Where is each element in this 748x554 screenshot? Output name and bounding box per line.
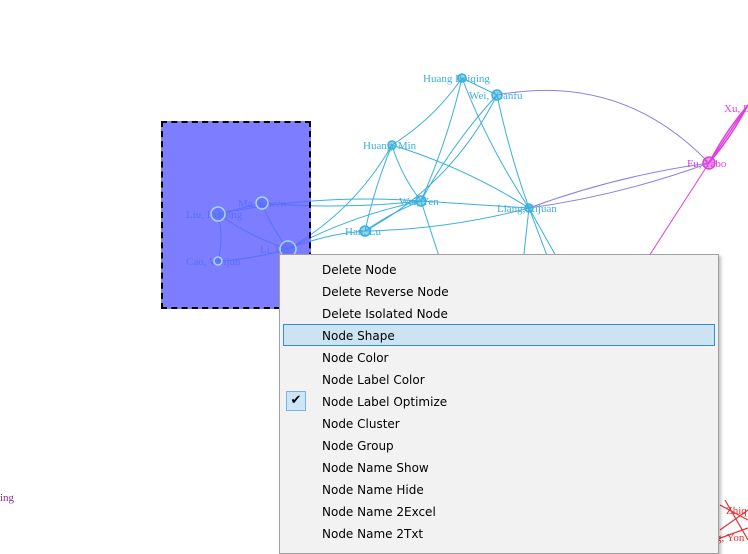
graph-edge bbox=[391, 77, 463, 146]
menu-item-node-label-color[interactable]: Node Label Color bbox=[283, 368, 715, 390]
menu-item-label: Node Name 2Excel bbox=[322, 505, 436, 519]
graph-edge bbox=[461, 77, 530, 209]
graph-edge bbox=[391, 144, 530, 209]
menu-item-label: Node Name 2Txt bbox=[322, 527, 424, 541]
graph-edge bbox=[364, 207, 530, 232]
graph-node-liang-lijuan[interactable] bbox=[524, 203, 534, 213]
graph-edge bbox=[496, 89, 710, 164]
menu-item-node-color[interactable]: Node Color bbox=[283, 346, 715, 368]
graph-edge bbox=[724, 499, 748, 541]
menu-item-node-name-show[interactable]: Node Name Show bbox=[283, 456, 715, 478]
graph-edge bbox=[719, 509, 748, 531]
node-label-zhiq: Zhiq bbox=[726, 505, 747, 517]
menu-item-delete-node[interactable]: Delete Node bbox=[283, 258, 715, 280]
graph-edge bbox=[528, 162, 710, 209]
node-context-menu: Delete Node Delete Reverse Node Delete I… bbox=[279, 254, 719, 554]
menu-item-label: Node Name Show bbox=[322, 461, 429, 475]
graph-edge bbox=[364, 94, 498, 232]
menu-item-node-name-2excel[interactable]: Node Name 2Excel bbox=[283, 500, 715, 522]
graph-node-fu-yabo[interactable] bbox=[702, 156, 716, 170]
node-label-wei-xianfu: Wei, Xianfu bbox=[469, 90, 523, 102]
graph-edge bbox=[364, 144, 393, 232]
menu-item-label: Delete Reverse Node bbox=[322, 285, 449, 299]
menu-item-node-label-optimize[interactable]: ✔ Node Label Optimize bbox=[283, 390, 715, 412]
node-label-yon: g, Yon bbox=[716, 532, 745, 544]
menu-item-node-shape[interactable]: Node Shape bbox=[283, 324, 715, 346]
graph-edge bbox=[639, 162, 710, 271]
menu-item-node-name-2txt[interactable]: Node Name 2Txt bbox=[283, 522, 715, 544]
menu-item-label: Node Label Color bbox=[322, 373, 425, 387]
graph-edge bbox=[420, 200, 530, 209]
node-label-fu-yabo: Fu, Yabo bbox=[687, 158, 727, 170]
graph-node-huang-min[interactable] bbox=[387, 140, 397, 150]
menu-item-node-name-hide[interactable]: Node Name Hide bbox=[283, 478, 715, 500]
node-label-liang-lijuan: Liang, Lijuan bbox=[497, 203, 557, 215]
node-label-huang-min: Huang, Min bbox=[363, 140, 417, 152]
node-label-wei-yen: Wei, Yen bbox=[399, 196, 439, 208]
menu-item-label: Node Color bbox=[322, 351, 389, 365]
menu-item-label: Node Cluster bbox=[322, 417, 400, 431]
node-label-left-edge: ing bbox=[0, 492, 15, 504]
menu-item-delete-reverse-node[interactable]: Delete Reverse Node bbox=[283, 280, 715, 302]
graph-edge bbox=[496, 94, 530, 209]
graph-edge bbox=[528, 162, 710, 209]
menu-item-label: Node Group bbox=[322, 439, 394, 453]
menu-item-label: Node Label Optimize bbox=[322, 395, 448, 409]
checkmark-icon: ✔ bbox=[286, 391, 306, 411]
menu-item-label: Delete Node bbox=[322, 263, 397, 277]
node-label-xu: Xu, L bbox=[724, 103, 748, 115]
menu-item-node-cluster[interactable]: Node Cluster bbox=[283, 412, 715, 434]
menu-item-node-group[interactable]: Node Group bbox=[283, 434, 715, 456]
graph-edge bbox=[420, 77, 463, 202]
graph-node-wei-xianfu[interactable] bbox=[491, 89, 503, 101]
graph-edge bbox=[420, 94, 498, 202]
graph-node-wei-yen[interactable] bbox=[415, 195, 427, 207]
node-label-han-lu: Han, Lu bbox=[345, 226, 382, 238]
graph-edge bbox=[719, 504, 748, 521]
menu-item-label: Node Shape bbox=[322, 329, 395, 343]
graph-node-han-lu[interactable] bbox=[359, 225, 371, 237]
menu-item-label: Delete Isolated Node bbox=[322, 307, 448, 321]
menu-item-label: Node Name Hide bbox=[322, 483, 424, 497]
menu-item-delete-isolated-node[interactable]: Delete Isolated Node bbox=[283, 302, 715, 324]
node-label-huang-beiqing: Huang Beiqing bbox=[423, 73, 490, 85]
graph-node-huang-beiqing[interactable] bbox=[457, 73, 467, 83]
